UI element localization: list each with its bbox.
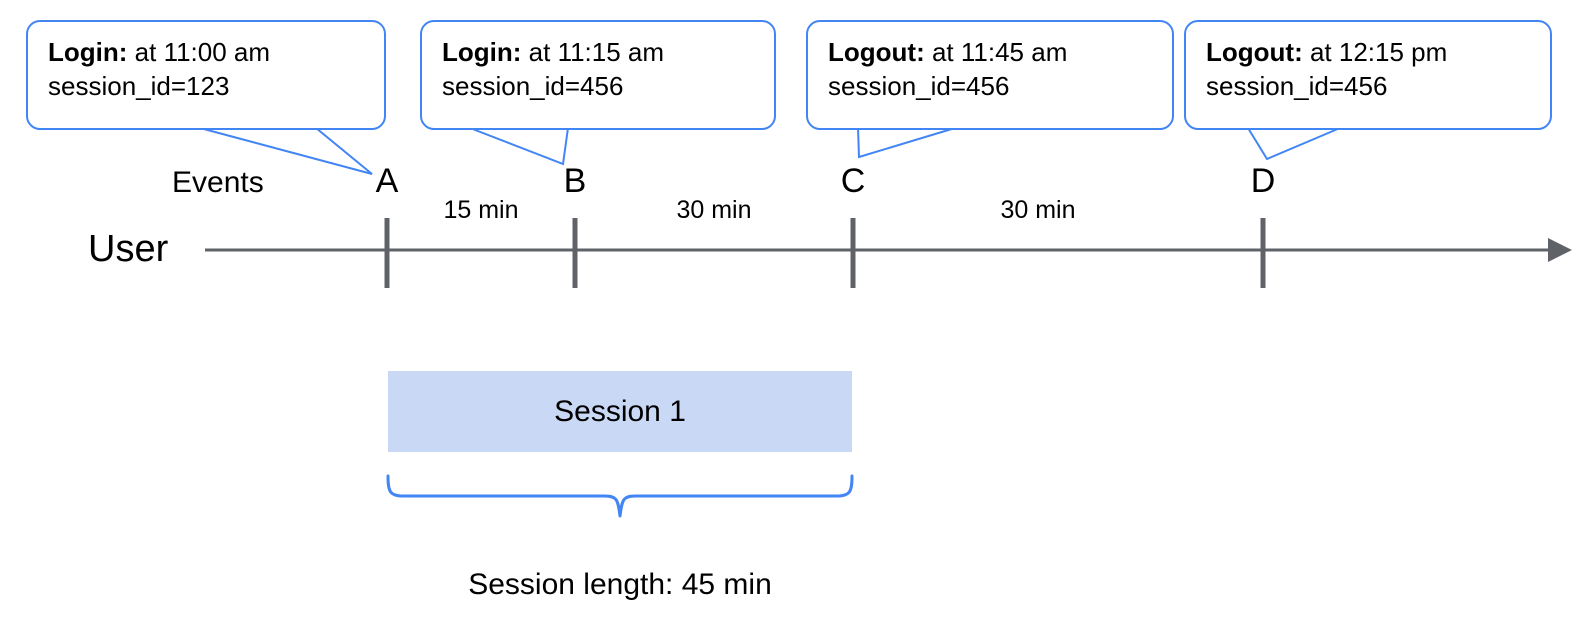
session-bar[interactable]: Session 1: [388, 371, 852, 452]
callout-session-id: session_id=123: [48, 70, 230, 101]
callout-line-1: Logout: at 12:15 pm: [1206, 36, 1532, 70]
event-label-c: C: [840, 162, 866, 200]
callout-session-id: session_id=456: [1206, 70, 1388, 101]
callout-time: at 11:45 am: [931, 37, 1068, 67]
event-label-d: D: [1250, 162, 1276, 200]
callout-event-type: Login:: [442, 37, 522, 67]
events-lane-label: Events: [172, 166, 264, 199]
callout-time: at 12:15 pm: [1309, 37, 1448, 67]
callout-time: at 11:00 am: [134, 37, 271, 67]
callout-login-a[interactable]: Login: at 11:00 am session_id=123: [26, 20, 386, 130]
callout-event-type: Logout:: [1206, 37, 1303, 67]
session-length-caption: Session length: 45 min: [468, 568, 772, 601]
callout-time: at 11:15 am: [528, 37, 665, 67]
interval-label-c-d: 30 min: [1000, 196, 1076, 224]
callout-line-1: Login: at 11:15 am: [442, 36, 756, 70]
callout-line-1: Logout: at 11:45 am: [828, 36, 1154, 70]
callout-event-type: Logout:: [828, 37, 925, 67]
callout-session-id: session_id=456: [828, 70, 1010, 101]
callout-event-type: Login:: [48, 37, 128, 67]
interval-label-b-c: 30 min: [676, 196, 752, 224]
event-label-a: A: [375, 162, 399, 200]
user-lane-label: User: [88, 228, 169, 270]
callout-session-id: session_id=456: [442, 70, 624, 101]
session-bar-label: Session 1: [554, 394, 686, 428]
callout-logout-d[interactable]: Logout: at 12:15 pm session_id=456: [1184, 20, 1552, 130]
axis-arrowhead: [1548, 238, 1572, 262]
callout-login-b[interactable]: Login: at 11:15 am session_id=456: [420, 20, 776, 130]
callout-line-1: Login: at 11:00 am: [48, 36, 366, 70]
callout-logout-c[interactable]: Logout: at 11:45 am session_id=456: [806, 20, 1174, 130]
interval-label-a-b: 15 min: [443, 196, 519, 224]
event-label-b: B: [563, 162, 587, 200]
brace-path: [386, 474, 854, 518]
